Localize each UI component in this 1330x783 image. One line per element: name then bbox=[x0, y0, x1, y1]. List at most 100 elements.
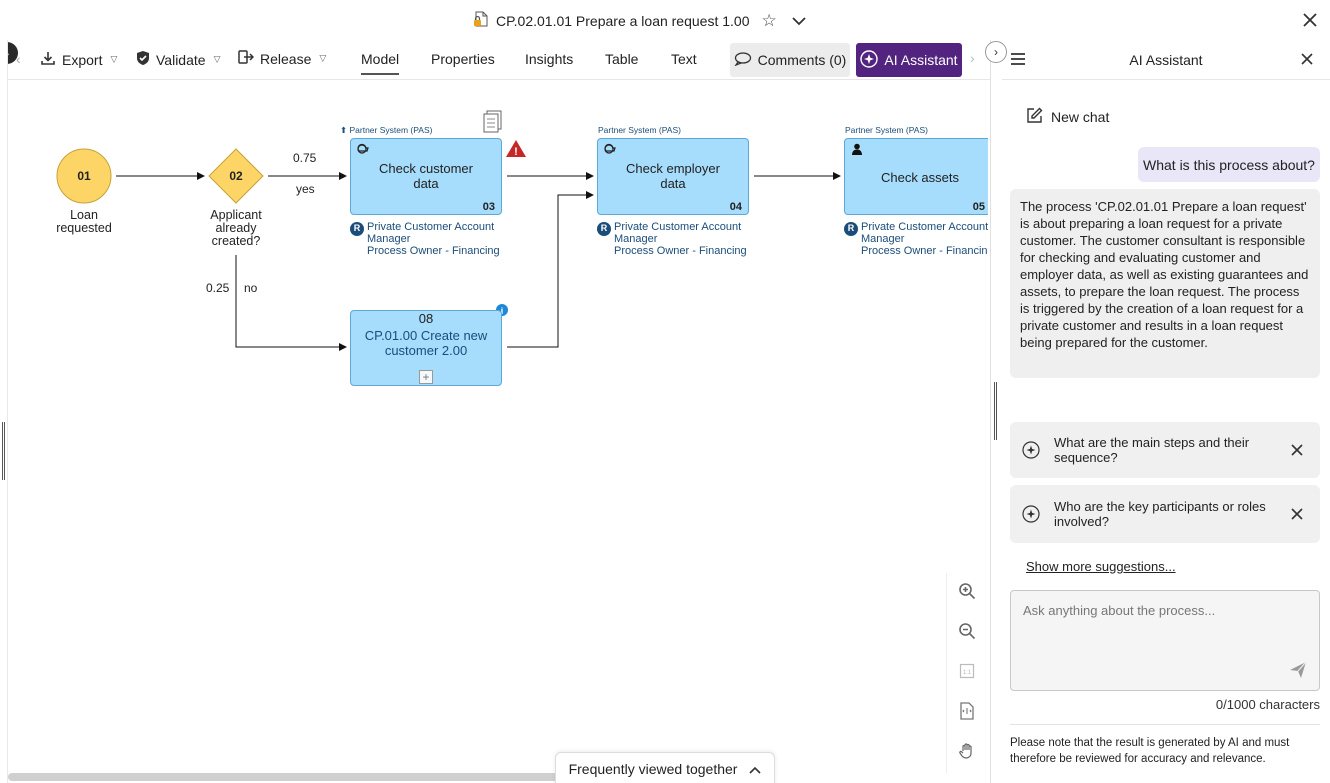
user-message-bubble: What is this process about? bbox=[1138, 147, 1320, 182]
ask-input[interactable] bbox=[1011, 591, 1319, 690]
ai-disclaimer: Please note that the result is generated… bbox=[1010, 724, 1320, 767]
task-03-owner[interactable]: Process Owner - Financing bbox=[367, 245, 500, 257]
fit-page-icon[interactable] bbox=[957, 701, 977, 721]
expand-subprocess-icon[interactable]: + bbox=[419, 370, 433, 384]
task-05-role-line1[interactable]: Private Customer Account bbox=[861, 221, 988, 233]
no-label: no bbox=[244, 281, 258, 295]
panel-divider[interactable] bbox=[990, 40, 1002, 783]
copies-icon[interactable] bbox=[483, 110, 502, 133]
collapse-right-panel-button[interactable]: › bbox=[985, 41, 1007, 63]
gateway-label-line3: created? bbox=[211, 234, 261, 248]
chevron-down-icon: ▽ bbox=[110, 54, 118, 64]
pan-hand-icon[interactable] bbox=[957, 741, 977, 761]
flow-gateway-no bbox=[235, 255, 347, 351]
start-event-label-line1: Loan bbox=[70, 208, 98, 222]
task-03-system: ⬆ Partner System (PAS) bbox=[340, 125, 433, 135]
task-04-owner[interactable]: Process Owner - Financing bbox=[614, 245, 747, 257]
export-label: Export bbox=[62, 51, 103, 68]
validate-button[interactable]: Validate ▽ bbox=[136, 50, 220, 69]
edit-icon bbox=[1026, 107, 1043, 127]
close-icon[interactable] bbox=[1300, 52, 1314, 66]
subprocess-create-new-customer[interactable]: CP.01.00 Create new customer 2.00 + 08 bbox=[350, 310, 502, 386]
send-icon[interactable] bbox=[1289, 661, 1307, 679]
suggestion-main-steps[interactable]: What are the main steps and their sequen… bbox=[1010, 422, 1320, 478]
task-05-clip: Partner System (PAS) Check assets 05 R P… bbox=[844, 81, 988, 281]
suggestion-text: What are the main steps and their sequen… bbox=[1054, 435, 1250, 465]
sparkle-icon bbox=[1022, 441, 1040, 459]
ai-assistant-label: AI Assistant bbox=[884, 52, 958, 68]
resize-handle[interactable] bbox=[994, 382, 997, 440]
task-03-title-line1: Check customer bbox=[379, 161, 473, 176]
yes-probability: 0.75 bbox=[293, 151, 317, 165]
zoom-panel: 1:1 bbox=[946, 573, 986, 773]
ai-assistant-button[interactable]: AI Assistant bbox=[856, 43, 962, 77]
title-bar: CP.02.01.01 Prepare a loan request 1.00 … bbox=[0, 0, 1330, 40]
task-check-assets[interactable]: Check assets 05 bbox=[844, 138, 988, 215]
resize-handle[interactable] bbox=[2, 422, 5, 480]
start-event[interactable] bbox=[56, 148, 112, 204]
star-icon[interactable]: ☆ bbox=[761, 10, 777, 30]
frequently-viewed-together-toggle[interactable]: Frequently viewed together bbox=[555, 752, 775, 783]
suggestion-key-participants[interactable]: Who are the key participants or roles in… bbox=[1010, 485, 1320, 543]
gateway-label-line1: Applicant bbox=[210, 208, 262, 222]
window-title-group: CP.02.01.01 Prepare a loan request 1.00 … bbox=[472, 10, 807, 31]
validate-label: Validate bbox=[156, 51, 206, 68]
zoom-in-icon[interactable] bbox=[957, 581, 977, 601]
flow-08-to-04 bbox=[507, 191, 594, 348]
release-button[interactable]: Release ▽ bbox=[238, 50, 326, 67]
subprocess-title: CP.01.00 Create new customer 2.00 bbox=[351, 328, 501, 358]
diagram-canvas[interactable]: ! i 01 Loan requested 02 Applic bbox=[8, 81, 988, 773]
actual-size-icon[interactable]: 1:1 bbox=[957, 661, 977, 681]
svg-text:1:1: 1:1 bbox=[963, 670, 972, 676]
task-05-role-line2[interactable]: Manager bbox=[861, 232, 905, 245]
tab-model[interactable]: Model bbox=[361, 51, 400, 75]
comments-button[interactable]: Comments (0) bbox=[730, 43, 850, 77]
subprocess-number: 08 bbox=[418, 311, 434, 326]
gateway[interactable] bbox=[208, 148, 264, 204]
gateway-label-line2: already bbox=[215, 221, 257, 235]
sparkle-icon bbox=[1022, 505, 1040, 523]
warning-icon[interactable]: ! bbox=[506, 140, 526, 158]
window-title: CP.02.01.01 Prepare a loan request 1.00 bbox=[496, 12, 750, 29]
ai-response-bubble: The process 'CP.02.01.01 Prepare a loan … bbox=[1010, 189, 1320, 378]
chevron-down-icon: ▽ bbox=[319, 53, 327, 63]
task-04-number: 04 bbox=[729, 201, 742, 213]
task-04-role-line1[interactable]: Private Customer Account bbox=[614, 221, 742, 233]
responsible-badge: R bbox=[350, 222, 364, 236]
gateway-number: 02 bbox=[229, 169, 243, 183]
comments-label: Comments (0) bbox=[757, 52, 847, 68]
service-task-icon bbox=[603, 143, 617, 155]
task-03-role-line2[interactable]: Manager bbox=[367, 232, 411, 245]
export-button[interactable]: Export ▽ bbox=[40, 50, 117, 69]
tab-text[interactable]: Text bbox=[671, 51, 697, 67]
task-03-role-line1[interactable]: Private Customer Account bbox=[367, 221, 495, 233]
tab-insights[interactable]: Insights bbox=[525, 51, 574, 67]
left-panel-strip bbox=[0, 40, 8, 783]
zoom-out-icon[interactable] bbox=[957, 621, 977, 641]
dismiss-suggestion-icon[interactable] bbox=[1290, 443, 1304, 457]
character-count: 0/1000 characters bbox=[1215, 697, 1320, 712]
scroll-right-icon[interactable]: › bbox=[970, 50, 975, 66]
task-05-number: 05 bbox=[972, 201, 985, 213]
close-window-icon[interactable] bbox=[1300, 10, 1320, 30]
dismiss-suggestion-icon[interactable] bbox=[1290, 507, 1304, 521]
task-04-title-line1: Check employer bbox=[626, 161, 720, 176]
tab-table[interactable]: Table bbox=[605, 51, 639, 67]
chevron-down-icon[interactable] bbox=[791, 13, 807, 29]
task-04-role-line2[interactable]: Manager bbox=[614, 232, 658, 245]
show-more-suggestions-link[interactable]: Show more suggestions... bbox=[1026, 559, 1176, 574]
tab-properties[interactable]: Properties bbox=[431, 51, 495, 67]
horizontal-scrollbar[interactable] bbox=[8, 773, 608, 781]
scroll-left-icon[interactable]: ‹ bbox=[16, 51, 21, 67]
new-chat-button[interactable]: New chat bbox=[1026, 107, 1109, 127]
service-task-icon bbox=[356, 143, 370, 155]
task-05-owner[interactable]: Process Owner - Financing bbox=[861, 245, 988, 257]
svg-text:i: i bbox=[501, 306, 504, 316]
hamburger-menu-icon[interactable] bbox=[1010, 52, 1026, 66]
new-chat-label: New chat bbox=[1051, 109, 1110, 125]
